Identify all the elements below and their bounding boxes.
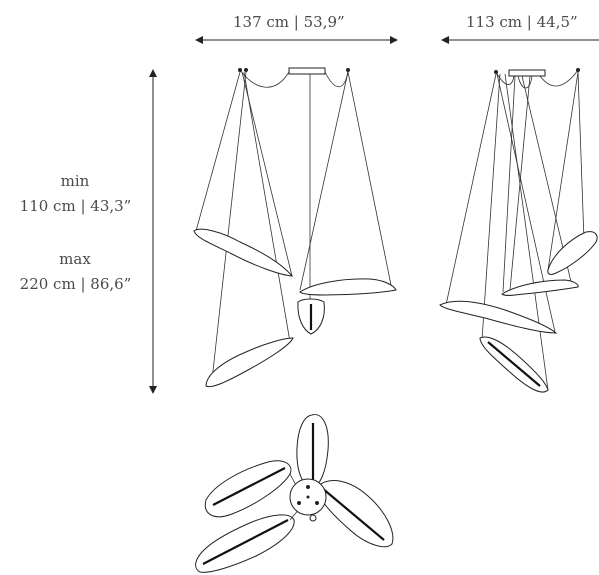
width-side-label: 113 cm | 44,5” [466, 13, 578, 31]
height-min-title: min [60, 172, 90, 190]
width-front-label: 137 cm | 53,9” [233, 13, 345, 31]
front-view-drawing [193, 67, 397, 388]
height-min-value: 110 cm | 43,3” [19, 197, 132, 215]
height-max-value: 220 cm | 86,6” [19, 275, 132, 293]
side-view-drawing [439, 68, 598, 393]
height-max-title: max [59, 250, 91, 268]
top-view-drawing [195, 414, 394, 573]
